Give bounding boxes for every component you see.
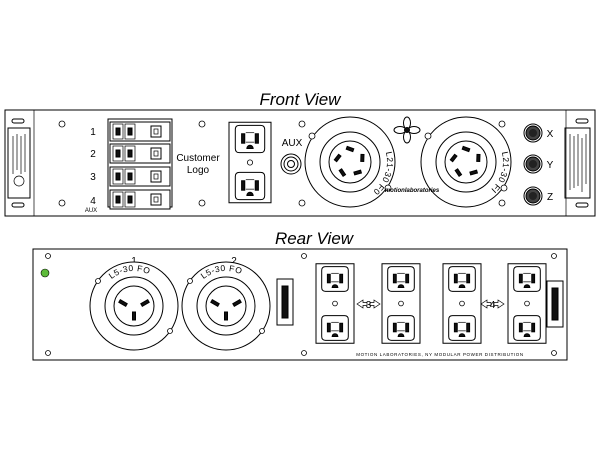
screw-icon (398, 300, 404, 307)
screw-icon (498, 120, 506, 128)
circuit-breaker-4[interactable] (109, 189, 171, 210)
receptacle[interactable] (513, 266, 541, 292)
screw-icon (167, 328, 173, 334)
receptacle[interactable] (387, 315, 415, 341)
receptacle[interactable] (234, 171, 266, 201)
screw-icon (500, 184, 508, 192)
phase-indicator-z: Z (523, 186, 553, 206)
receptacle[interactable] (321, 315, 349, 341)
receptacle[interactable] (321, 266, 349, 292)
rear-duplex-outlet-4 (507, 263, 547, 344)
receptacle[interactable] (448, 315, 476, 341)
screw-icon (332, 300, 338, 307)
brand-flower-icon (393, 116, 421, 144)
group-arrow-4: 4 (480, 299, 505, 311)
rear-panel-frame (32, 248, 568, 361)
rear-duplex-outlet-1 (315, 263, 355, 344)
ul-mark-icon (13, 175, 25, 187)
screw-icon (45, 350, 51, 356)
receptacle[interactable] (387, 266, 415, 292)
rear-duplex-outlet-2 (381, 263, 421, 344)
screw-icon (301, 350, 307, 356)
rear-data-port-left (276, 278, 294, 326)
phase-label: X (547, 129, 554, 140)
rear-connector-number: 1 (131, 256, 137, 267)
breaker-bank: 1 2 3 4 AUX (85, 118, 173, 214)
rear-connector-number: 2 (231, 256, 237, 267)
screw-icon (58, 120, 66, 128)
rack-slot-icon (11, 202, 25, 208)
breaker-label: 2 (90, 149, 96, 160)
phase-indicator-y: Y (523, 154, 554, 174)
screw-icon (298, 120, 306, 128)
screw-icon (198, 120, 206, 128)
connector-l5-30-2[interactable]: L5-30 FO (181, 261, 271, 351)
breaker-label: 1 (90, 127, 96, 138)
screw-icon (58, 199, 66, 207)
screw-icon (45, 253, 51, 259)
screw-icon (95, 278, 101, 284)
power-led-icon (40, 268, 50, 278)
screw-icon (246, 159, 254, 166)
aux-breaker-label: AUX (85, 208, 97, 214)
aux-connector-label: AUX (282, 138, 303, 149)
customer-logo-line-2: Logo (187, 165, 210, 176)
front-left-label-plate (7, 127, 31, 199)
screw-icon (551, 253, 557, 259)
circuit-breaker-3[interactable] (109, 166, 171, 187)
front-panel: 1 2 3 4 AUX Customer Logo AUX L21-30 F0 L… (4, 109, 596, 217)
breaker-label: 3 (90, 172, 96, 183)
rack-slot-icon (11, 118, 25, 124)
screw-icon (308, 132, 316, 140)
group-label: 4 (490, 300, 496, 311)
circuit-breaker-2[interactable] (109, 143, 171, 164)
screw-icon (198, 199, 206, 207)
front-view-title: Front View (260, 90, 343, 109)
circuit-breaker-1[interactable] (109, 121, 171, 142)
screw-icon (551, 350, 557, 356)
group-arrow-3: 3 (356, 299, 381, 311)
front-right-label-plate (564, 127, 591, 199)
customer-logo-line-1: Customer (176, 153, 220, 164)
brand-text: motionlaboratories (385, 188, 440, 194)
screw-icon (524, 300, 530, 307)
front-screws (58, 120, 506, 207)
group-label: 3 (366, 300, 372, 311)
screw-icon (498, 199, 506, 207)
rack-slot-icon (575, 202, 589, 208)
rear-duplex-outlet-3 (442, 263, 482, 344)
screw-icon (301, 253, 307, 259)
phase-label: Y (547, 160, 554, 171)
receptacle[interactable] (448, 266, 476, 292)
connector-l21-30-right[interactable]: L21-30 FI (420, 116, 512, 208)
front-duplex-outlet (228, 121, 272, 204)
screw-icon (459, 300, 465, 307)
screw-icon (384, 184, 392, 192)
screw-icon (298, 199, 306, 207)
phase-indicator-x: X (523, 123, 554, 143)
rear-screws (45, 253, 557, 356)
phase-label: Z (547, 192, 553, 203)
connector-l5-30-1[interactable]: L5-30 FO (89, 261, 179, 351)
screw-icon (424, 132, 432, 140)
rack-slot-icon (575, 118, 589, 124)
breaker-label: 4 (90, 196, 96, 207)
receptacle[interactable] (234, 124, 266, 154)
connector-l21-30-left[interactable]: L21-30 F0 (304, 116, 396, 208)
rear-footer-text: MOTION LABORATORIES, NY MODULAR POWER DI… (356, 352, 524, 357)
screw-icon (259, 328, 265, 334)
rear-view-title: Rear View (275, 229, 355, 248)
receptacle[interactable] (513, 315, 541, 341)
rear-data-port-right (546, 280, 564, 328)
front-panel-inner (33, 109, 567, 217)
screw-icon (187, 278, 193, 284)
aux-connector (280, 153, 302, 175)
